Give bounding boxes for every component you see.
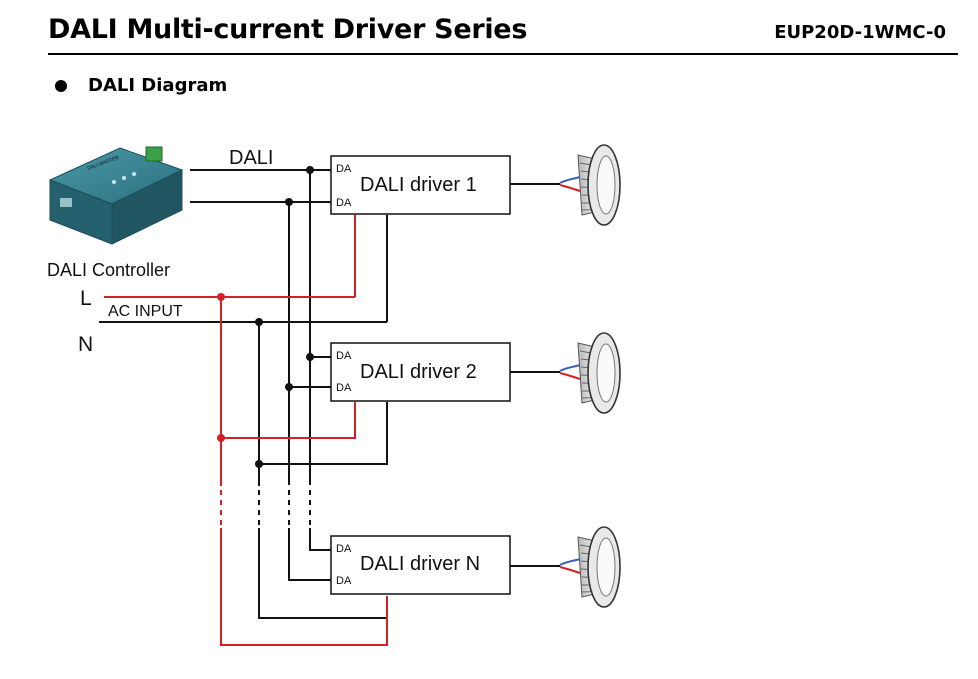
controller-label: DALI Controller <box>47 260 170 280</box>
da-terminal-label: DA <box>336 350 352 362</box>
header-rule <box>48 53 958 55</box>
ac-input-label: AC INPUT <box>108 303 183 320</box>
driver-label: DALI driver 1 <box>360 174 477 196</box>
driver-label: DALI driver N <box>360 553 480 575</box>
driver-n: DA DA DALI driver N <box>330 535 511 595</box>
da-terminal-label: DA <box>336 575 352 587</box>
driver-label: DALI driver 2 <box>360 361 477 383</box>
da-terminal-label: DA <box>336 197 352 209</box>
downlight-1-icon <box>559 144 621 226</box>
model-number: EUP20D-1WMC-0 <box>774 22 946 43</box>
neutral-label: N <box>78 333 93 356</box>
continuation-dots <box>258 490 311 526</box>
driver-1: DA DA DALI driver 1 <box>330 155 511 215</box>
da-terminal-label: DA <box>336 382 352 394</box>
document-title: DALI Multi-current Driver Series <box>48 14 528 45</box>
da-terminal-label: DA <box>336 163 352 175</box>
line-label: L <box>80 287 92 310</box>
dali-bus-label: DALI <box>229 147 273 169</box>
downlight-n-icon <box>559 526 621 608</box>
da-terminal-label: DA <box>336 543 352 555</box>
driver-2: DA DA DALI driver 2 <box>330 342 511 402</box>
page-header: DALI Multi-current Driver Series EUP20D-… <box>48 14 950 54</box>
dali-controller-device: DALI MASTER <box>48 146 184 245</box>
bullet-icon <box>55 80 67 92</box>
output-cables <box>510 183 560 567</box>
downlight-2-icon <box>559 332 621 414</box>
section-title: DALI Diagram <box>88 75 228 96</box>
junction-dots <box>217 166 314 468</box>
